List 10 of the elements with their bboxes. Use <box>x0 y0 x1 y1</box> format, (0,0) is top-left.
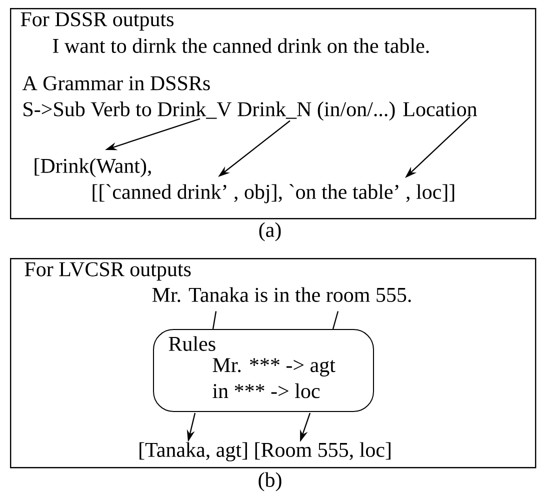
connector-line <box>212 311 217 330</box>
sentence-text: Mr. Tanaka is in the room 555. <box>152 287 411 302</box>
grammar-text: A Grammar in DSSRs S->Sub Verb to Drink_V Drink_N (in/on/...) Location <box>22 76 477 121</box>
caption: (a) <box>259 222 281 242</box>
rules-box: Rules Mr. *** -> agt in *** -> loc <box>153 329 374 412</box>
sentence-text: I want to dirnk the canned drink on the table. <box>52 38 429 54</box>
caption: (b) <box>258 472 282 492</box>
output-text: [Drink(Want), [[`canned drink’ , obj], `on the table’ , loc]] <box>34 158 454 204</box>
connector-line <box>332 311 339 330</box>
output-text: [Tanaka, agt] [Room 555, loc] <box>140 442 390 462</box>
